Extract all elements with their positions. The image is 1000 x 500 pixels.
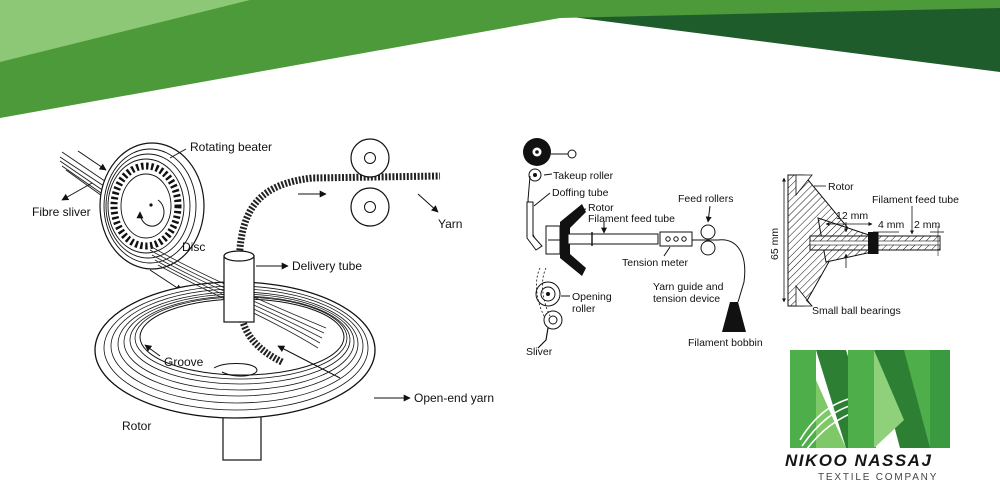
takeup-roller <box>523 138 577 182</box>
doffing-tube-pointer <box>533 192 551 207</box>
delivery-tube <box>223 250 255 323</box>
label-filament-feed-tube: Filament feed tube <box>872 194 959 206</box>
label-delivery-tube: Delivery tube <box>292 259 362 273</box>
fibre-sliver-pointer <box>61 182 93 201</box>
label-rotor: Rotor <box>122 419 151 433</box>
sliver-feed-arrow <box>77 150 107 171</box>
label-sliver: Sliver <box>526 346 553 358</box>
band-mid <box>0 0 1000 118</box>
rotor-pointer <box>574 208 587 212</box>
label-yarn-guide-1: Yarn guide and <box>653 281 724 293</box>
feed-rollers <box>700 224 716 256</box>
feed-rollers-pointer <box>705 205 712 223</box>
label-disc: Disc <box>182 240 205 254</box>
filament-bobbin <box>722 302 746 332</box>
tension-meter-pointer <box>663 246 671 257</box>
label-yarn: Yarn <box>438 217 462 231</box>
label-dim-2: 2 mm <box>914 219 941 231</box>
filament-feed-tube <box>567 232 659 246</box>
yarn-pointer <box>417 193 439 213</box>
brand-name: NIKOO NASSAJ <box>785 451 932 470</box>
label-fibre-sliver: Fibre sliver <box>32 205 91 219</box>
label-groove: Groove <box>164 355 204 369</box>
opening-roller <box>535 267 563 330</box>
label-rotating-beater: Rotating beater <box>190 140 272 154</box>
label-takeup-roller: Takeup roller <box>553 170 614 182</box>
header-bands <box>0 0 1000 118</box>
label-filament-bobbin: Filament bobbin <box>688 337 763 349</box>
label-yarn-guide-2: tension device <box>653 293 720 305</box>
tension-meter <box>659 231 693 247</box>
label-dim-12: 12 mm <box>836 210 868 222</box>
company-logo: NIKOO NASSAJ TEXTILE COMPANY <box>785 350 950 483</box>
ball-bearings-pointer <box>805 299 813 307</box>
filament-feed-system-diagram: Takeup roller Doffing tube Rotor Filamen… <box>523 138 763 358</box>
yarn-collect-arrow <box>277 345 341 379</box>
groove-swirl <box>213 363 258 377</box>
label-small-ball-bearings: Small ball bearings <box>812 305 901 317</box>
groove-pointer <box>144 344 161 357</box>
label-dim-65: 65 mm <box>770 228 781 260</box>
rotor-body <box>94 281 376 461</box>
rotor-dimension-diagram: Rotor Filament feed tube 12 mm 4 mm 2 mm… <box>770 174 959 317</box>
filament-path <box>692 239 746 303</box>
rotating-beater <box>99 142 205 270</box>
label-filament-feed-tube: Filament feed tube <box>588 213 675 225</box>
rotor-spinning-diagram: Rotating beater Fibre sliver Disc Delive… <box>32 138 494 461</box>
nip-rollers <box>350 138 390 227</box>
takeup-roller-pointer <box>543 173 553 176</box>
brand-subtitle: TEXTILE COMPANY <box>818 472 938 483</box>
band-dark <box>440 0 1000 72</box>
label-opening-roller-2: roller <box>572 303 596 315</box>
label-open-end-yarn: Open-end yarn <box>414 391 494 405</box>
label-opening-roller-1: Opening <box>572 291 612 303</box>
label-doffing-tube: Doffing tube <box>552 187 609 199</box>
feed-tube <box>809 232 941 254</box>
band-light <box>0 0 250 62</box>
label-feed-rollers: Feed rollers <box>678 193 733 205</box>
nn-monogram-icon <box>790 350 950 451</box>
label-rotor: Rotor <box>588 202 614 214</box>
rotating-beater-pointer <box>169 148 187 159</box>
label-rotor: Rotor <box>828 181 854 193</box>
sliver-strand <box>537 327 549 349</box>
doffing-tube <box>526 201 543 251</box>
label-dim-4: 4 mm <box>878 219 905 231</box>
label-tension-meter: Tension meter <box>622 257 688 269</box>
